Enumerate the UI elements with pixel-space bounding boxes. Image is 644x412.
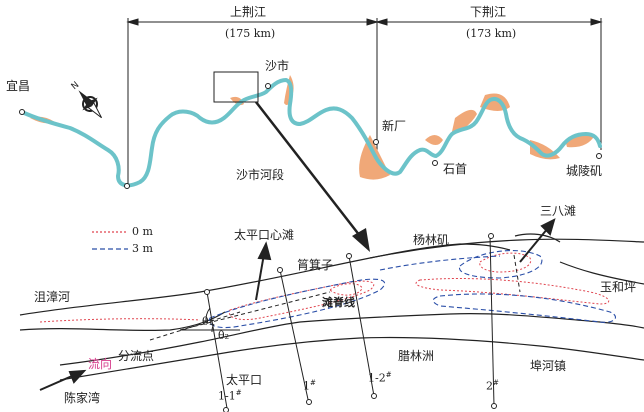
arrowhead-left-lower <box>375 18 388 26</box>
label-taipingkou-xintan: 太平口心滩 <box>234 228 295 242</box>
arrowhead-right-lower <box>590 18 603 26</box>
label-taipingkou: 太平口 <box>226 373 263 387</box>
section-label-1-2: 1-2# <box>368 371 392 385</box>
label-yanglinji: 杨林矶 <box>413 233 450 247</box>
yichang-marker <box>19 109 25 115</box>
legend-label-0m: 0 m <box>132 225 153 238</box>
label-flow-direction: 流向 <box>88 357 113 371</box>
label-jvzhanghe: 沮漳河 <box>34 290 71 304</box>
label-chenjiawan: 陈家湾 <box>64 391 101 405</box>
label-lalinzhou: 腊林洲 <box>398 349 435 363</box>
shishou-marker <box>432 160 438 166</box>
label-theta1: θ₁ <box>202 315 214 328</box>
upper-section-name: 上荆江 <box>230 5 267 19</box>
section-label-1: 1# <box>303 379 316 393</box>
start-marker <box>124 183 130 189</box>
label-fenliudian: 分流点 <box>118 349 155 363</box>
detail-bank-lines <box>19 233 644 381</box>
place-yichang: 宜昌 <box>6 79 31 93</box>
upper-section-length: (175 km) <box>225 27 276 40</box>
xinchang-marker <box>373 139 379 145</box>
arrowhead-left-upper <box>126 18 139 26</box>
label-shashi-reach: 沙市河段 <box>236 168 285 182</box>
legend-label-3m: 3 m <box>132 242 153 255</box>
shashi-marker <box>265 83 271 89</box>
place-xinchang: 新厂 <box>382 119 407 133</box>
label-sanbatan: 三八滩 <box>540 204 577 218</box>
flow-division-lines <box>149 254 521 341</box>
label-theta2: θ₂ <box>218 329 230 342</box>
section-label-2: 2# <box>486 379 499 393</box>
section-brackets <box>126 18 603 185</box>
cross-section-lines <box>204 233 497 412</box>
callout-arrows <box>39 218 556 391</box>
zoom-arrow-head <box>352 228 370 252</box>
lower-section-name: 下荆江 <box>470 5 507 19</box>
station-markers <box>19 83 602 189</box>
place-shishou: 石首 <box>443 162 468 176</box>
compass-north-arrow-icon: N <box>70 80 103 119</box>
label-bar-crest-line: 滩脊线 <box>322 296 355 309</box>
label-buhezhen: 埠河镇 <box>530 359 567 373</box>
lower-section-length: (173 km) <box>466 27 517 40</box>
label-pojizi: 筲箕子 <box>297 258 334 272</box>
place-shashi: 沙市 <box>265 59 290 73</box>
label-yuhegang: 玉和坪 <box>600 280 637 294</box>
contour-3m <box>208 250 616 329</box>
shashi-inset-box <box>213 71 259 103</box>
zoom-arrow-line <box>255 101 361 237</box>
chenglingji-marker <box>596 153 602 159</box>
svg-text:N: N <box>70 80 82 92</box>
yangtze-river-channel <box>20 77 602 188</box>
contour-0m <box>39 252 610 323</box>
place-chenglingji: 城陵矶 <box>566 164 603 178</box>
arrowhead-right-upper <box>366 18 379 26</box>
section-label-1-1: 1-1# <box>218 389 242 403</box>
